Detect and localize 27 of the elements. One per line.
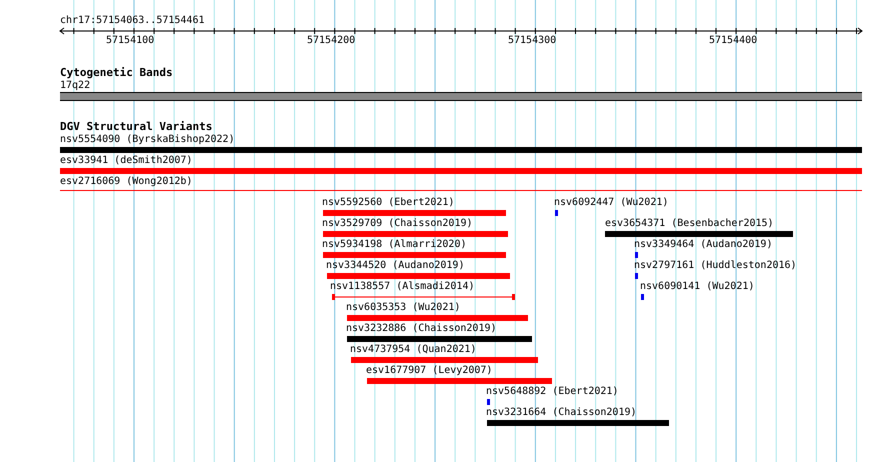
variant-label: nsv5592560 (Ebert2021) (322, 197, 454, 209)
variant-label: nsv3349464 (Audano2019) (634, 239, 772, 251)
variant-label: nsv6035353 (Wu2021) (346, 302, 460, 314)
coordinate-label: 57154300 (508, 35, 556, 47)
variant-label: nsv4737954 (Quan2021) (350, 344, 476, 356)
variant-label: nsv6090141 (Wu2021) (640, 281, 754, 293)
track-heading: Cytogenetic Bands (60, 67, 173, 79)
variant-label: esv2716069 (Wong2012b) (60, 176, 192, 188)
variant-label: nsv6092447 (Wu2021) (554, 197, 668, 209)
variant-label: esv1677907 (Levy2007) (366, 365, 492, 377)
variant-label: nsv3231664 (Chaisson2019) (486, 407, 637, 419)
coordinate-label: 57154400 (709, 35, 758, 47)
variant-label: nsv3529709 (Chaisson2019) (322, 218, 473, 230)
coordinate-label: 57154100 (106, 35, 154, 47)
variant-label: esv33941 (deSmith2007) (60, 155, 192, 167)
variant-label: esv3654371 (Besenbacher2015) (605, 218, 774, 230)
variant-label: nsv5934198 (Almarri2020) (322, 239, 466, 251)
region-coordinates: chr17:57154063..57154461 (60, 15, 204, 27)
band-label: 17q22 (60, 80, 90, 92)
coordinate-label: 57154200 (307, 35, 356, 47)
track-heading: DGV Structural Variants (60, 121, 212, 133)
variant-label: nsv3232886 (Chaisson2019) (346, 323, 497, 335)
variant-label: nsv5648892 (Ebert2021) (486, 386, 618, 398)
variant-label: nsv2797161 (Huddleston2016) (634, 260, 797, 272)
variant-label: nsv1138557 (Alsmadi2014) (330, 281, 474, 293)
variant-label: nsv5554090 (ByrskaBishop2022) (60, 134, 235, 146)
variant-label: nsv3344520 (Audano2019) (326, 260, 464, 272)
